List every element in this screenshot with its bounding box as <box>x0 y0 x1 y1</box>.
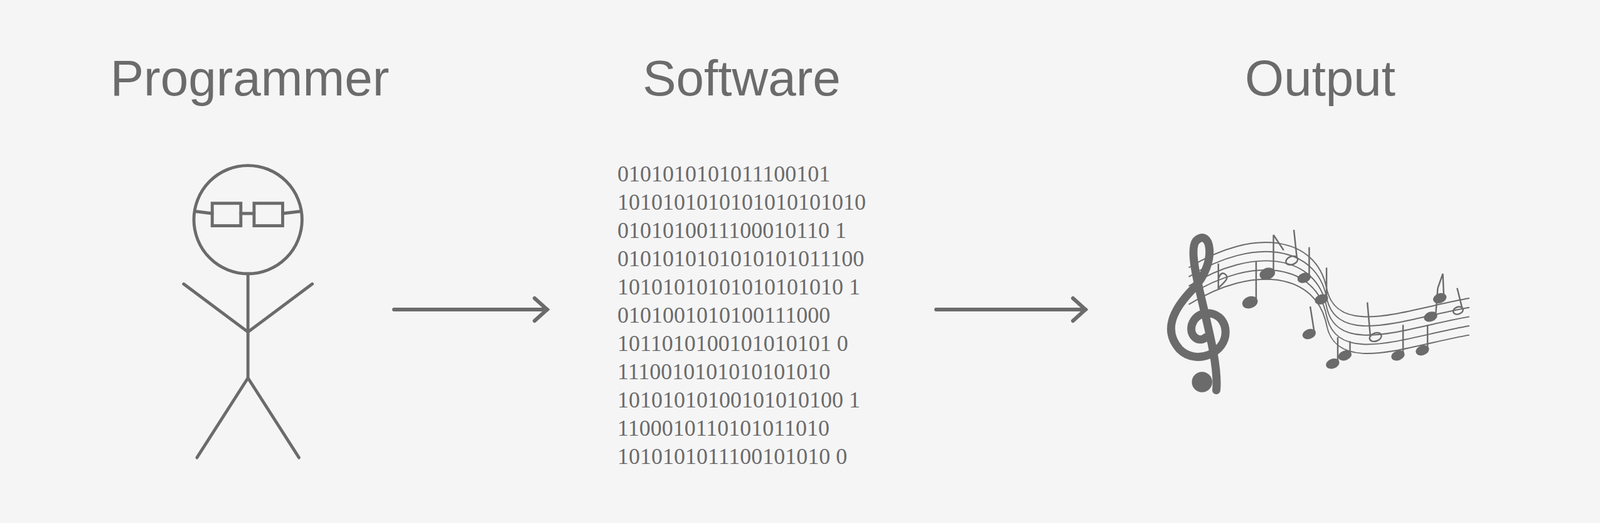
note-stem <box>1293 229 1297 259</box>
note-stem <box>1426 324 1429 348</box>
treble-clef-dot <box>1191 371 1213 393</box>
column-heading: Software <box>548 48 935 109</box>
binary-code: 0101010101011100101 10101010101010101010… <box>617 160 866 471</box>
note-stem <box>1349 340 1351 354</box>
glasses-lens <box>212 203 241 226</box>
glasses-bridge <box>240 212 255 216</box>
note-stem <box>1272 234 1274 272</box>
glasses-arm <box>195 211 213 214</box>
note-stem <box>1310 306 1315 332</box>
note-stem <box>1367 302 1371 337</box>
column-node: Output <box>1086 48 1554 488</box>
figure-legs <box>197 377 300 458</box>
column-node: Programmer <box>106 48 393 488</box>
arrow-head <box>1072 298 1086 321</box>
arrow-head <box>534 298 548 321</box>
arrow-part <box>394 307 548 312</box>
arrow-part <box>936 307 1086 312</box>
glasses-arm <box>282 211 300 214</box>
music-illustration <box>1170 229 1470 393</box>
note-stem <box>1255 261 1257 301</box>
note-stem <box>1456 288 1462 309</box>
figure-arms <box>183 283 313 332</box>
music-staff <box>1189 242 1470 354</box>
treble-clef <box>1170 237 1226 391</box>
arrow-connector <box>394 298 548 321</box>
music-notes <box>1241 229 1465 370</box>
column-heading: Programmer <box>106 48 393 109</box>
figure-head <box>193 165 302 274</box>
column-node: Software 0101010101011100101 101010101010… <box>548 48 935 488</box>
staff-line <box>1189 279 1470 354</box>
glasses-lens <box>254 203 283 226</box>
note-stem <box>1325 267 1328 297</box>
note-stem <box>1402 324 1404 354</box>
note-head <box>1432 292 1447 305</box>
note-stem <box>1308 247 1310 277</box>
note-flag <box>1273 234 1284 250</box>
flat-sign <box>1218 263 1228 288</box>
stick-figure <box>183 165 313 458</box>
arrow-connector <box>936 298 1086 321</box>
column-heading: Output <box>1086 48 1554 109</box>
figure-body <box>246 273 250 378</box>
note-stem <box>1337 336 1339 362</box>
